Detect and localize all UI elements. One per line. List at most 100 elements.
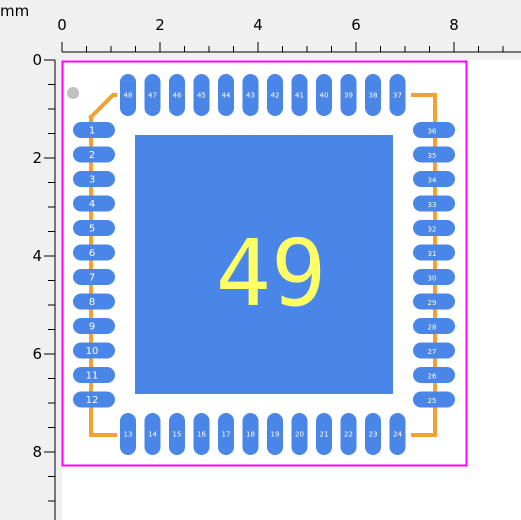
pad-number: 6 [89,248,95,259]
pad-number: 46 [173,92,182,100]
bottom-pad: 15 [169,413,185,455]
pad-shape [218,74,234,116]
left-ruler-label: 6 [32,345,42,363]
pad-number: 7 [89,273,95,284]
pin1-marker [67,87,79,99]
pad-shape [218,413,234,455]
left-pad: 5 [73,220,115,236]
pad-shape [73,269,115,285]
left-ruler-label: 8 [32,443,42,461]
pad-shape [73,391,115,408]
pad-shape [73,342,115,359]
top-pad: 48 [120,74,136,116]
pad-shape [316,413,332,455]
top-pad: 37 [389,74,406,116]
right-pad: 28 [413,318,455,334]
left-pad: 12 [73,391,115,408]
pad-number: 25 [428,397,437,405]
left-ruler-label: 0 [32,51,42,69]
pad-shape [267,74,283,116]
bottom-pad: 13 [120,413,136,455]
pad-number: 44 [222,92,231,100]
pad-number: 9 [89,322,95,333]
pad-shape [120,413,136,455]
pad-shape [73,293,115,310]
pad-shape [120,74,136,116]
bottom-pad: 18 [242,413,259,455]
pad-number: 22 [344,431,353,439]
right-pad: 35 [413,146,455,163]
left-pad: 3 [73,171,115,187]
pad-shape [291,74,308,116]
top-pad: 42 [267,74,283,116]
pad-shape [413,367,455,383]
pad-shape [169,413,185,455]
top-pad: 38 [365,74,381,116]
pad-number: 23 [369,431,378,439]
pad-shape [267,413,283,455]
pad-number: 16 [197,431,206,439]
pad-shape [365,74,381,116]
pad-number: 28 [428,324,437,332]
pad-number: 1 [89,126,95,137]
pad-number: 29 [428,299,437,307]
pad-number: 3 [89,175,95,186]
pad-shape [389,74,406,116]
right-pad: 25 [413,391,455,408]
pad-number: 19 [271,431,280,439]
pad-number: 27 [428,348,437,356]
pad-number: 2 [89,150,95,161]
bottom-pad: 20 [291,413,308,455]
pad-shape [193,413,210,455]
right-pad: 30 [413,269,455,285]
pad-number: 37 [393,92,402,100]
bottom-pad: 17 [218,413,234,455]
pad-shape [291,413,308,455]
pad-number: 11 [86,371,99,382]
top-pad: 43 [242,74,259,116]
pad-number: 32 [428,226,437,234]
pad-number: 24 [393,431,402,439]
pad-shape [365,413,381,455]
top-ruler-label: 8 [449,16,459,34]
pad-number: 17 [222,431,231,439]
pad-number: 14 [148,431,157,439]
left-pad: 7 [73,269,115,285]
pad-number: 42 [271,92,280,100]
center-pad-label: 49 [216,220,327,327]
pad-shape [73,146,115,163]
left-pad: 2 [73,146,115,163]
pad-shape [73,367,115,383]
right-pad: 26 [413,367,455,383]
pad-shape [340,74,357,116]
pad-shape [193,74,210,116]
pad-number: 34 [428,177,437,185]
pad-shape [73,244,115,261]
pad-shape [73,122,115,138]
pad-shape [413,220,455,236]
right-pad: 27 [413,342,455,359]
left-pad: 10 [73,342,115,359]
pad-number: 40 [320,92,329,100]
pad-number: 39 [344,92,353,100]
pad-number: 8 [89,297,95,308]
top-pad: 40 [316,74,332,116]
top-ruler-label: 4 [253,16,263,34]
pad-shape [73,171,115,187]
bottom-pad: 22 [340,413,357,455]
top-ruler-label: 0 [57,16,67,34]
pad-number: 4 [89,199,95,210]
pad-number: 10 [86,346,99,357]
pad-number: 26 [428,373,437,381]
bottom-pad: 14 [144,413,161,455]
pad-number: 45 [197,92,206,100]
top-ruler-minor-ticks [61,42,504,52]
right-pad: 33 [413,195,455,212]
bottom-pad: 21 [316,413,332,455]
